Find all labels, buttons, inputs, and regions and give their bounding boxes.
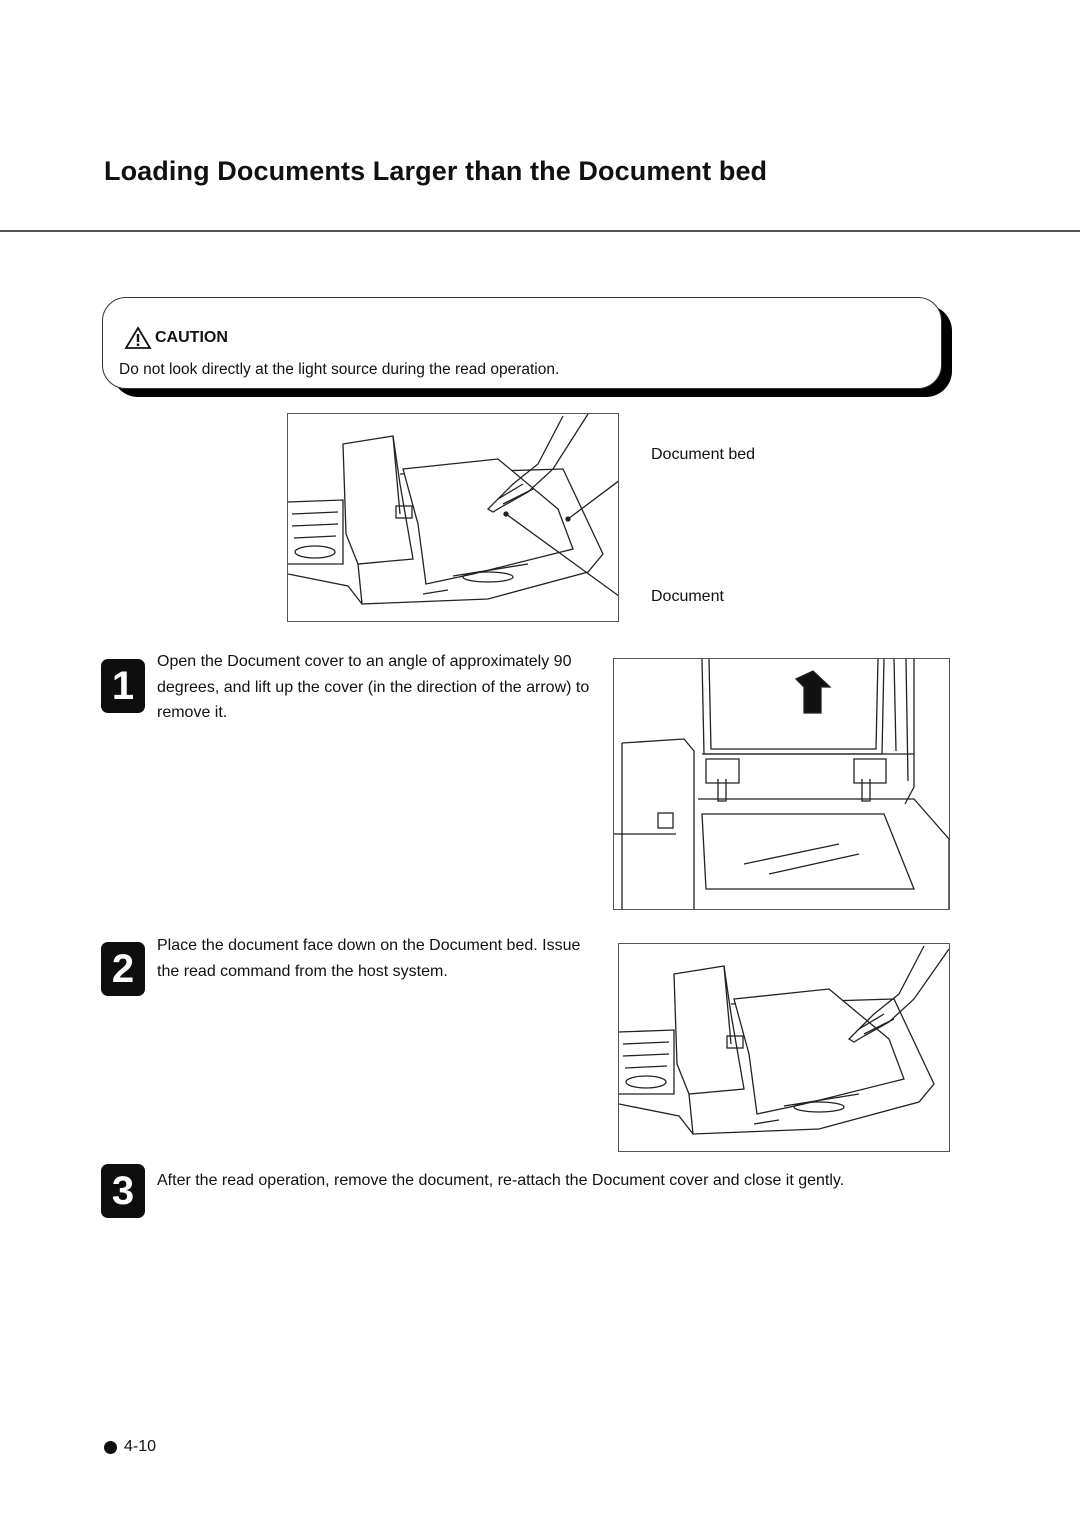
step-3-text: After the read operation, remove the doc… <box>157 1172 845 1189</box>
caution-box <box>102 297 942 389</box>
document-callout: Document <box>651 588 724 605</box>
step-3-badge: 3 <box>101 1164 145 1218</box>
page-footer: 4-10 <box>104 1438 156 1456</box>
document-bed-callout: Document bed <box>651 446 756 463</box>
caution-heading: CAUTION <box>124 326 228 350</box>
caution-label: CAUTION <box>155 329 228 346</box>
page-title: Loading Documents Larger than the Docume… <box>104 156 768 186</box>
place-document-figure <box>618 943 950 1152</box>
warning-triangle-icon <box>124 326 152 350</box>
open-cover-figure <box>613 658 950 910</box>
step-1-badge: 1 <box>101 659 145 713</box>
page-number: 4-10 <box>124 1438 157 1455</box>
step-2-text: Place the document face down on the Docu… <box>157 937 581 980</box>
scanner-with-document-figure <box>287 413 619 622</box>
step-1-text: Open the Document cover to an angle of a… <box>157 653 590 721</box>
bullet-icon <box>104 1440 117 1454</box>
step-2-badge: 2 <box>101 942 145 996</box>
title-divider <box>0 230 1080 232</box>
caution-text: Do not look directly at the light source… <box>119 361 560 378</box>
